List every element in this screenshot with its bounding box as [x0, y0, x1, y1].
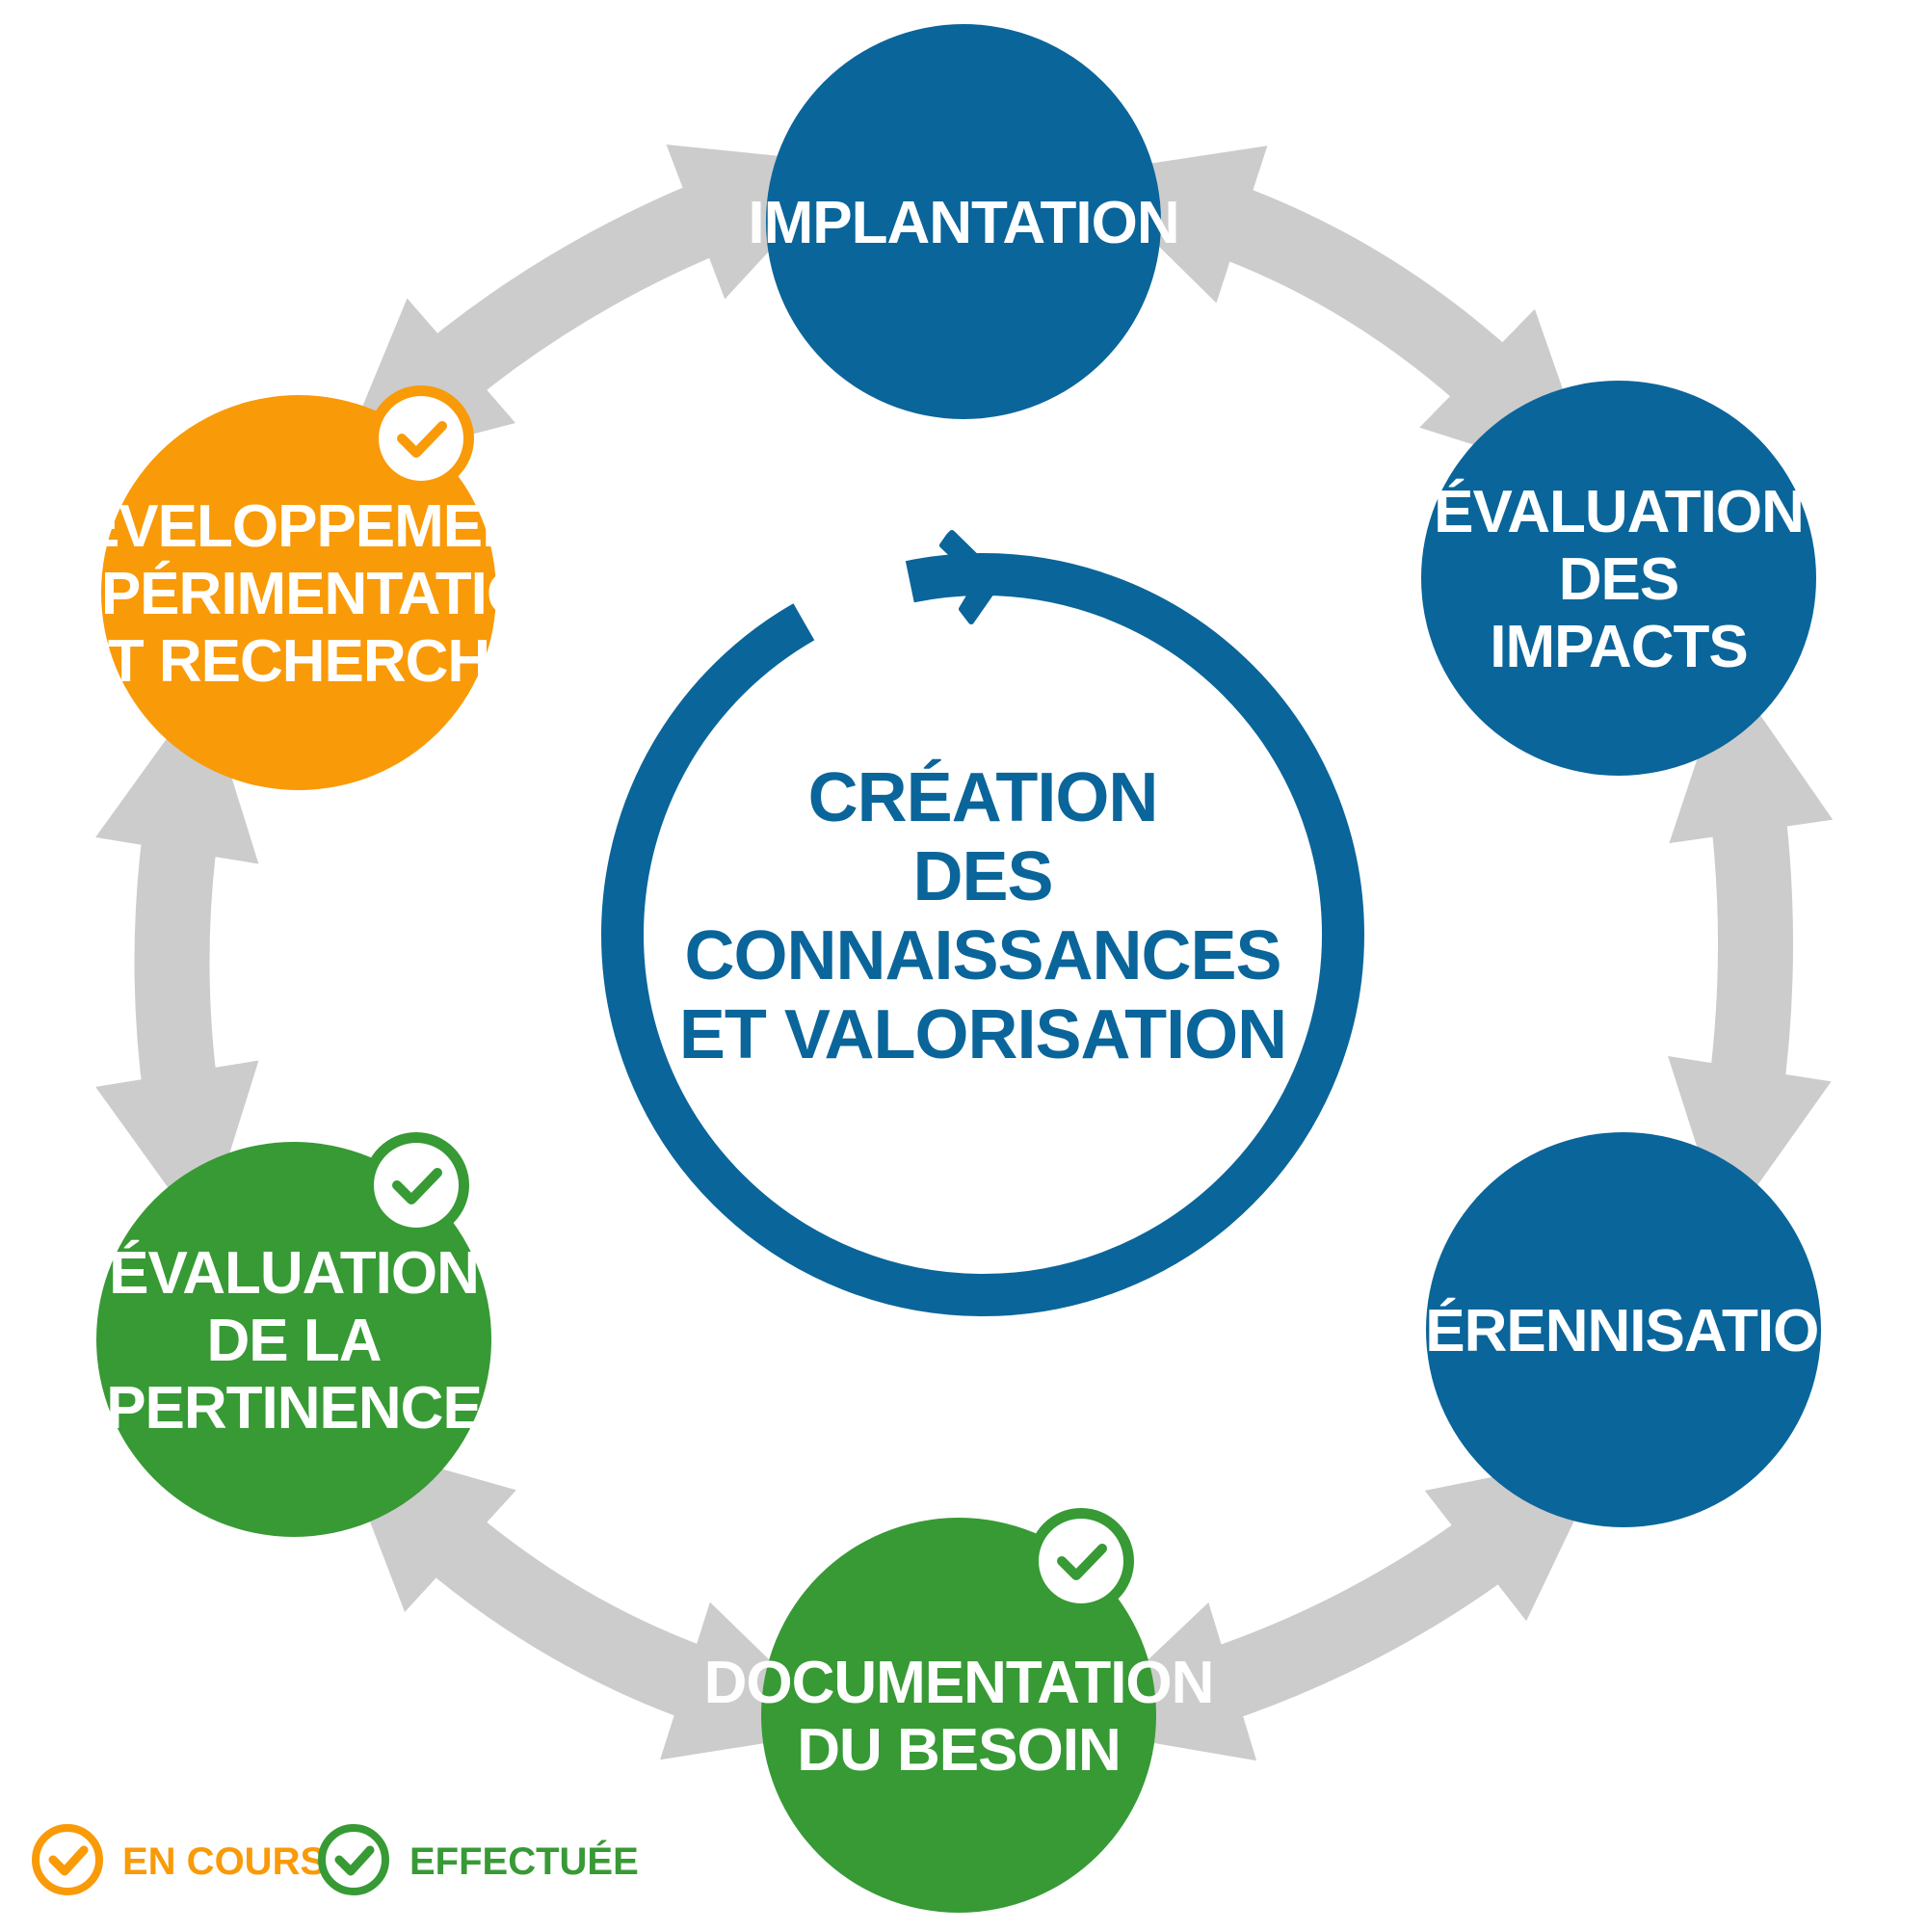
- check-icon: [48, 1845, 89, 1876]
- arrow-evaluation-impacts-perennisation-shaft: [1668, 668, 1834, 1232]
- legend-effectuee-badge: [318, 1824, 389, 1895]
- node-developpement-label-line-3: ET RECHERCHE: [68, 628, 528, 695]
- legend-item-effectuee: EFFECTUÉE: [318, 1824, 639, 1895]
- arrow-evaluation-pertinence-developpement: [95, 687, 259, 1237]
- legend-en-cours-label: EN COURS: [122, 1840, 326, 1883]
- node-evaluation-pertinence-label-line-2: DE LA: [207, 1308, 382, 1374]
- node-developpement-label-line-1: DÉVELOPPEMENT: [38, 493, 561, 560]
- node-evaluation-pertinence-circle: [96, 1142, 491, 1537]
- node-developpement-circle: [101, 395, 496, 790]
- center-cycle: CRÉATION DES CONNAISSANCES ET VALORISATI…: [601, 530, 1364, 1316]
- check-icon: [397, 421, 447, 458]
- node-implantation: IMPLANTATION: [748, 24, 1180, 419]
- node-perennisation-circle: [1426, 1132, 1821, 1527]
- process-nodes: IMPLANTATIONÉVALUATIONDESIMPACTSPÉRENNIS…: [23, 24, 1861, 1913]
- center-title-line-1: CRÉATION: [808, 759, 1158, 836]
- arrow-documentation-evaluation-pertinence-shaft: [338, 1439, 843, 1760]
- node-documentation-besoin-label-line-1: DOCUMENTATION: [704, 1650, 1214, 1716]
- node-evaluation-impacts-circle: [1421, 381, 1816, 776]
- center-title-line-4: ET VALORISATION: [679, 996, 1286, 1073]
- legend-en-cours-badge: [32, 1824, 103, 1895]
- legend: EN COURS EFFECTUÉE: [32, 1824, 639, 1895]
- center-title-line-2: DES: [912, 838, 1052, 915]
- arrow-perennisation-documentation: [1074, 1454, 1606, 1761]
- arrow-developpement-implantation-shaft: [336, 144, 851, 469]
- connector-arrows: [95, 144, 1834, 1761]
- center-cycle-arrowhead-icon: [939, 530, 1003, 624]
- arrow-evaluation-pertinence-developpement-shaft: [95, 687, 259, 1237]
- node-documentation-besoin-status-badge: [1028, 1508, 1134, 1614]
- arrow-developpement-implantation: [336, 144, 851, 469]
- center-title-line-3: CONNAISSANCES: [684, 917, 1280, 994]
- node-implantation-label-line-1: IMPLANTATION: [748, 190, 1178, 256]
- check-icon: [1057, 1544, 1107, 1580]
- node-evaluation-impacts-label-line-1: ÉVALUATION: [1434, 479, 1804, 545]
- check-icon: [334, 1845, 375, 1876]
- node-developpement-status-badge: [368, 385, 474, 491]
- node-evaluation-pertinence-status-badge: [363, 1132, 469, 1238]
- node-perennisation: PÉRENNISATION: [1386, 1132, 1861, 1527]
- arrow-perennisation-documentation-shaft: [1074, 1454, 1606, 1761]
- node-documentation-besoin-label-line-2: DU BESOIN: [797, 1717, 1120, 1784]
- legend-effectuee-label: EFFECTUÉE: [409, 1839, 639, 1883]
- legend-item-en-cours: EN COURS: [32, 1824, 326, 1895]
- check-icon: [392, 1168, 442, 1204]
- node-evaluation-impacts-label-line-2: DES: [1559, 546, 1678, 613]
- node-evaluation-impacts-label-line-3: IMPACTS: [1490, 614, 1747, 680]
- arrow-documentation-evaluation-pertinence: [338, 1439, 843, 1760]
- arrow-evaluation-impacts-perennisation: [1668, 668, 1834, 1232]
- node-documentation-besoin-circle: [761, 1518, 1156, 1913]
- node-evaluation-pertinence-label-line-3: PERTINENCE: [106, 1375, 482, 1442]
- node-developpement-label-line-2: EXPÉRIMENTATION: [23, 561, 574, 627]
- node-implantation-circle: [766, 24, 1161, 419]
- node-evaluation-pertinence-label-line-1: ÉVALUATION: [109, 1240, 479, 1307]
- arrow-implantation-evaluation-impacts-shaft: [1084, 146, 1597, 484]
- node-perennisation-label-line-1: PÉRENNISATION: [1386, 1298, 1861, 1364]
- arrow-implantation-evaluation-impacts: [1084, 146, 1597, 484]
